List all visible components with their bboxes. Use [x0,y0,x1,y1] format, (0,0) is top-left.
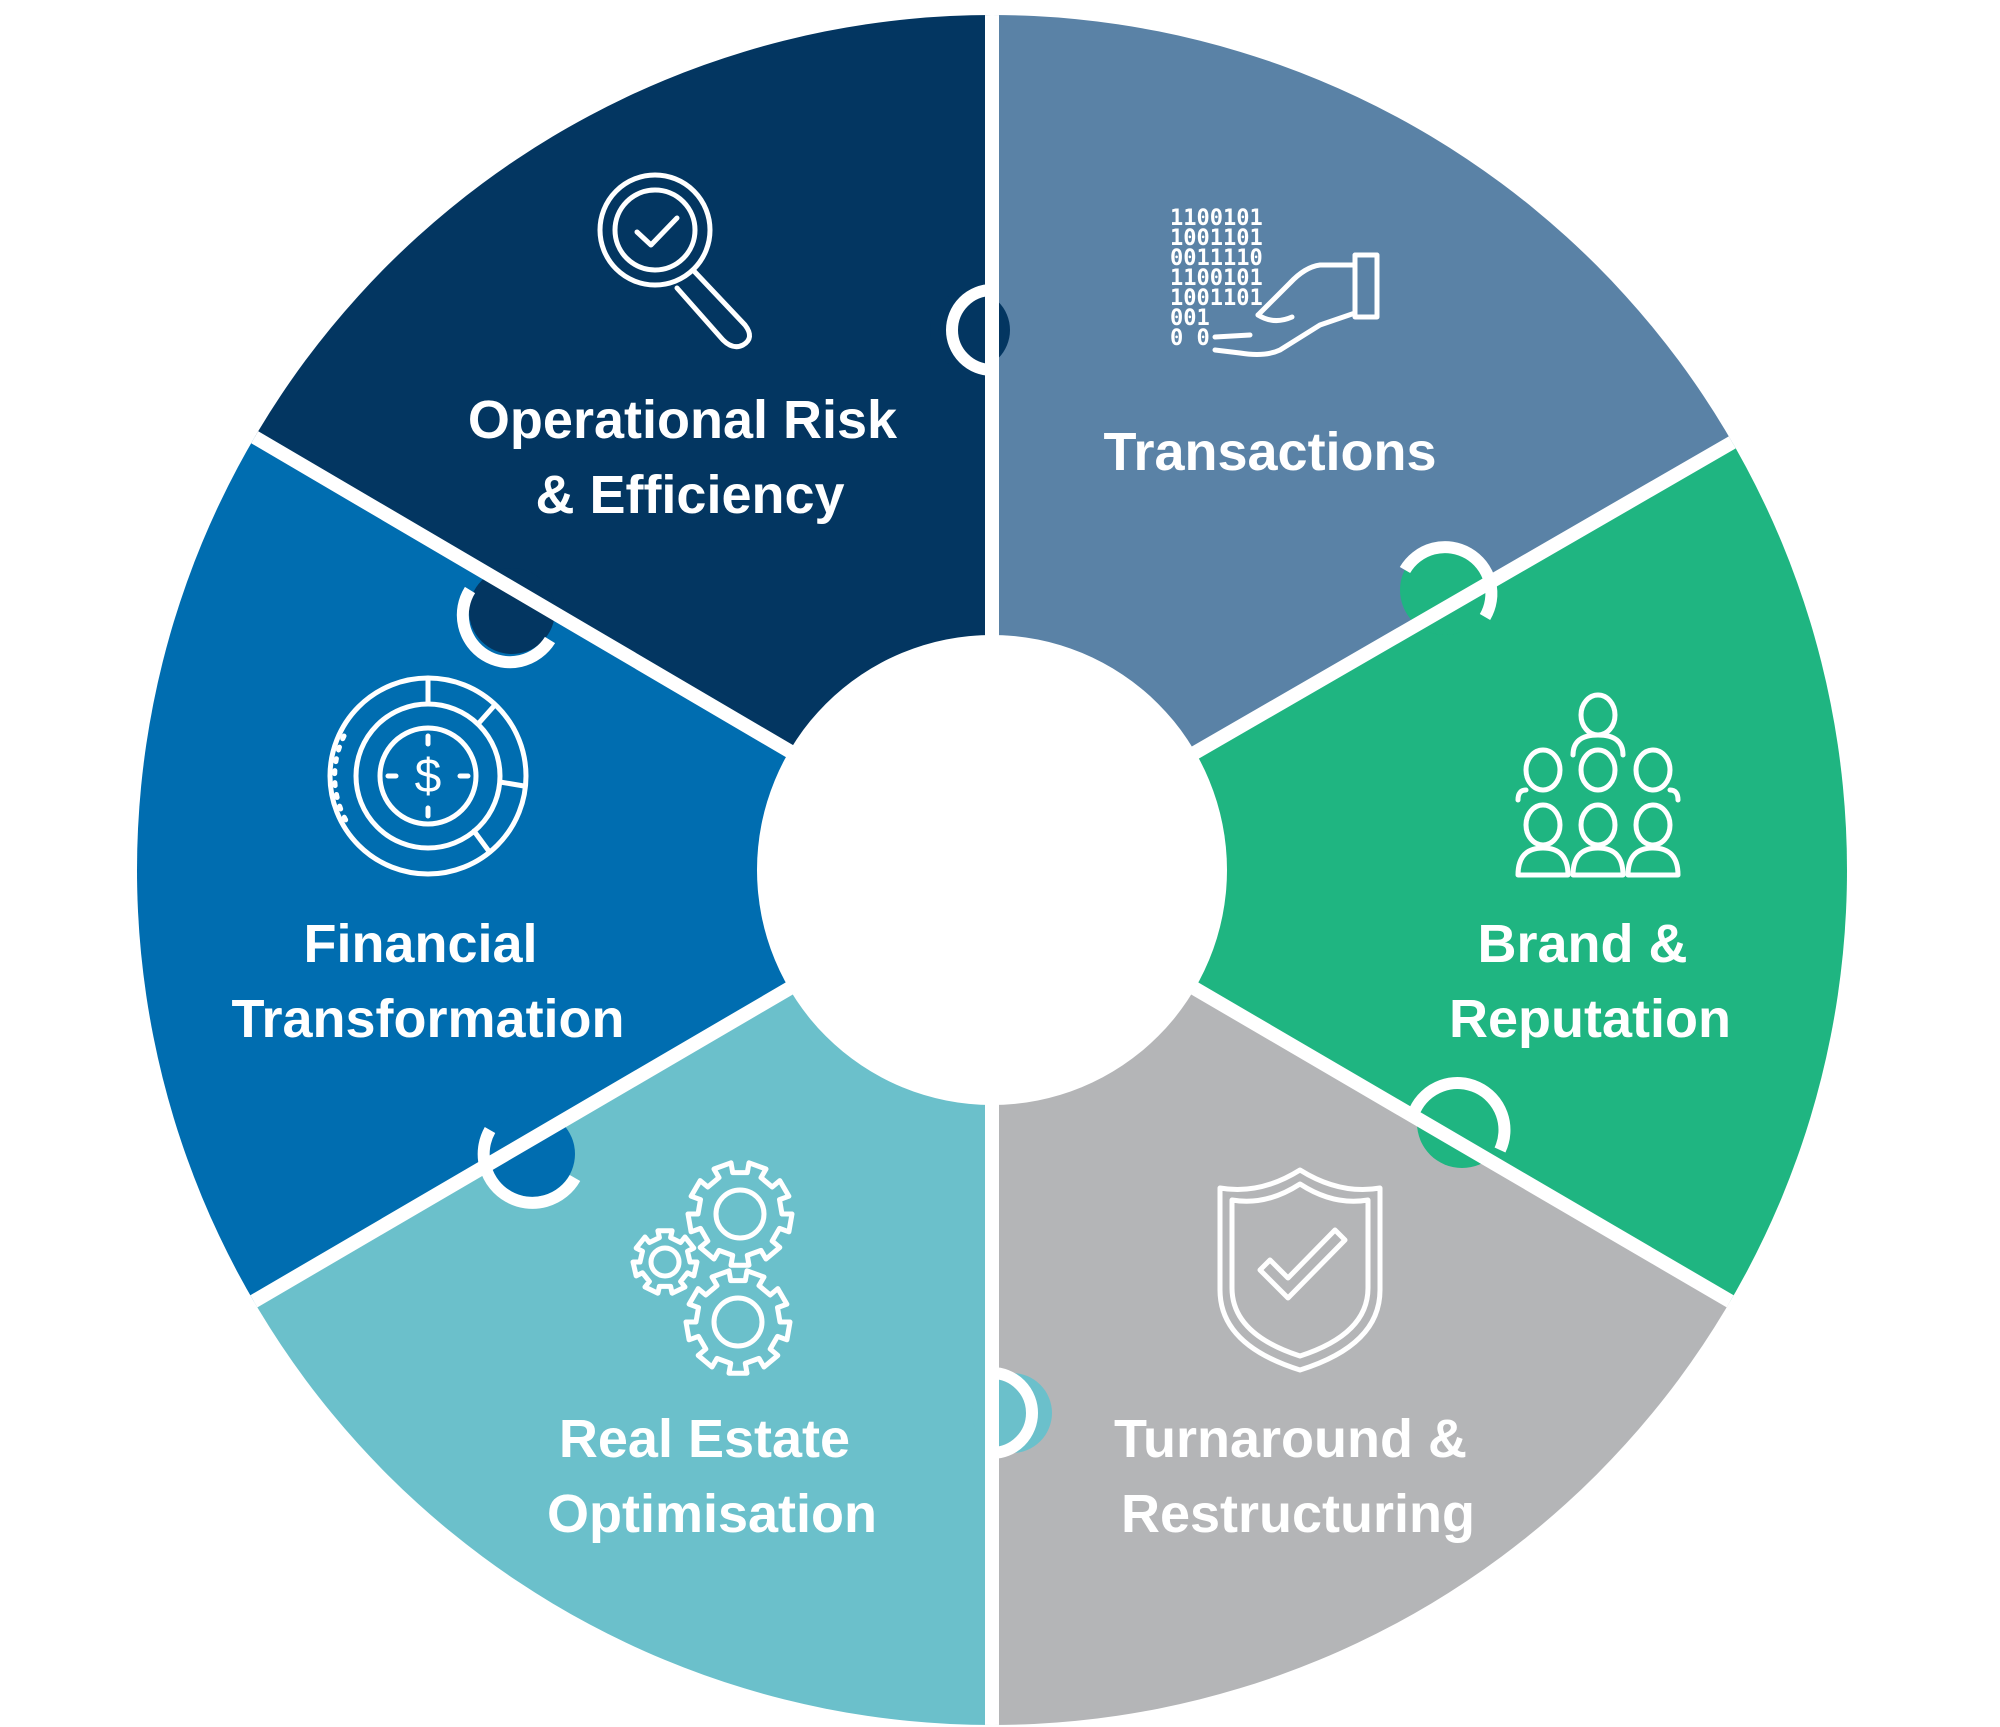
svg-text:$: $ [415,750,442,803]
label-transactions-line-1: Transactions [1103,422,1436,482]
puzzle-tab-operational-to-financial [469,568,555,654]
binary-row: 001 [1170,306,1210,331]
gear-outline [683,1268,793,1376]
gear-hole [711,1295,765,1349]
people-group-icon [1515,692,1681,878]
binary-row: 1001101 [1170,226,1263,251]
label-transactions: Transactions [1103,422,1436,482]
magnifier-check-icon [597,172,752,350]
segment-brand-reputation[interactable] [992,300,2000,1440]
binary-row: 0011110 [1170,246,1263,271]
segment-labels: Operational Risk & Efficiency Transactio… [231,390,1731,1544]
label-operational-risk-line-2: & Efficiency [535,465,844,525]
label-financial-transformation-line-1: Financial [303,914,537,974]
dollar-dial-icon: $ [327,675,529,877]
gear-outline [630,1228,700,1296]
binary-row: 1001101 [1170,286,1263,311]
shield-check-icon [1217,1167,1383,1373]
binary-row: 0 0 [1170,326,1210,351]
gear-hole [713,1187,767,1241]
segment-financial-transformation[interactable] [0,300,992,1440]
gears-icon [630,1160,795,1376]
binary-hand-icon: 110010110011010011110110010110011010010 … [1170,206,1380,357]
label-turnaround: Turnaround & Restructuring [1114,1409,1482,1544]
binary-row: 1100101 [1170,206,1263,231]
binary-row: 1100101 [1170,266,1263,291]
label-operational-risk-line-1: Operational Risk [468,390,898,450]
label-turnaround-line-2: Restructuring [1121,1484,1475,1544]
label-brand-reputation-line-1: Brand & [1477,914,1687,974]
label-brand-reputation-line-2: Reputation [1449,989,1731,1049]
label-operational-risk: Operational Risk & Efficiency [468,390,912,525]
label-real-estate-line-2: Optimisation [547,1484,877,1544]
puzzle-tab-brand-to-transactions [1400,545,1490,635]
label-real-estate-line-1: Real Estate [559,1409,850,1469]
puzzle-tab-brand-to-turnaround [1417,1078,1507,1168]
puzzle-tab-outlines [456,284,1511,1459]
gear-outline [685,1160,795,1268]
center-hole [757,635,1227,1105]
label-financial-transformation: Financial Transformation [231,914,624,1049]
label-brand-reputation: Brand & Reputation [1449,914,1731,1049]
label-real-estate: Real Estate Optimisation [547,1409,877,1544]
label-financial-transformation-line-2: Transformation [231,989,624,1049]
label-turnaround-line-1: Turnaround & [1114,1409,1467,1469]
gear-hole [648,1245,682,1279]
